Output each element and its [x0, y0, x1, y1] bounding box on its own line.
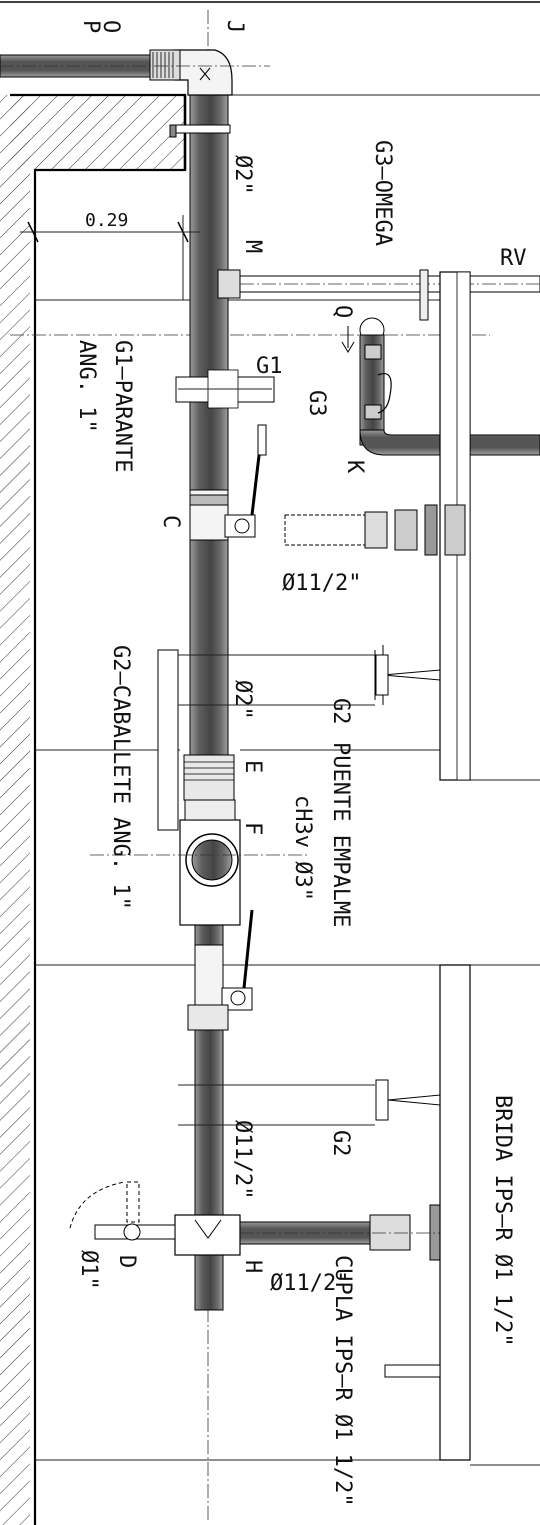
label-cupla: CUPLA IPS–R Ø1 1/2": [330, 1255, 355, 1507]
dimension-label: 0.29: [85, 210, 128, 231]
label-j: J: [222, 20, 247, 33]
label-g1-parante: G1–PARANTE: [110, 340, 135, 472]
wall: [0, 93, 187, 1525]
label-h: H: [240, 1260, 265, 1273]
dimension-0-29: [20, 215, 200, 300]
main-pipe: [189, 94, 229, 1311]
valve-lower: [187, 909, 254, 1031]
label-d: D: [114, 1255, 139, 1268]
branch-m: [217, 269, 540, 321]
g1-bracket: [175, 369, 275, 409]
label-d112-a: Ø11/2": [282, 571, 361, 596]
fitting-112: [284, 504, 466, 556]
label-puente-1: PUENTE EMPALME: [328, 742, 353, 927]
label-puente-2: cH3v Ø3": [290, 795, 315, 901]
valve-c: [189, 424, 267, 541]
g2-bracket-top: [157, 645, 441, 831]
top-pipe: [0, 49, 270, 81]
union-e: [183, 754, 235, 801]
label-m: M: [240, 240, 265, 253]
label-g2-a: G2: [328, 698, 353, 725]
labels: J O P M Q K C E F H D RV 0.29 G3–OMEGA G…: [74, 20, 527, 1507]
label-g1: G1: [256, 354, 283, 379]
label-d1: Ø1": [76, 1250, 101, 1290]
label-f: F: [240, 822, 265, 835]
brida-channel: [384, 964, 471, 1461]
label-g2-caballete: G2–CABALLETE ANG. 1": [108, 645, 133, 910]
tee-f: [90, 799, 310, 926]
label-c: C: [158, 515, 183, 528]
g2-bracket-bottom: [178, 1079, 441, 1126]
label-d112-b: Ø11/2": [230, 1120, 255, 1199]
label-e: E: [240, 760, 265, 773]
label-g2-b: G2: [328, 1130, 353, 1157]
label-p: P: [78, 20, 103, 33]
clamp-top: [169, 124, 231, 138]
label-g3-omega: G3–OMEGA: [370, 140, 395, 246]
label-k: K: [342, 460, 367, 474]
reference-lines: [10, 94, 540, 1466]
valve-d: [69, 1181, 176, 1241]
label-brida: BRIDA IPS–R Ø1 1/2": [490, 1095, 515, 1347]
label-g1-ang: ANG. 1": [74, 340, 99, 433]
label-rv: RV: [500, 246, 527, 271]
label-d2-mid: Ø2": [230, 680, 255, 720]
label-d2-top: Ø2": [230, 155, 255, 195]
label-g3: G3: [304, 390, 329, 417]
label-d112-c: Ø11/2": [270, 1271, 349, 1296]
label-o: O: [98, 20, 123, 33]
label-q: Q: [330, 305, 355, 318]
elbow-j: [174, 49, 233, 96]
